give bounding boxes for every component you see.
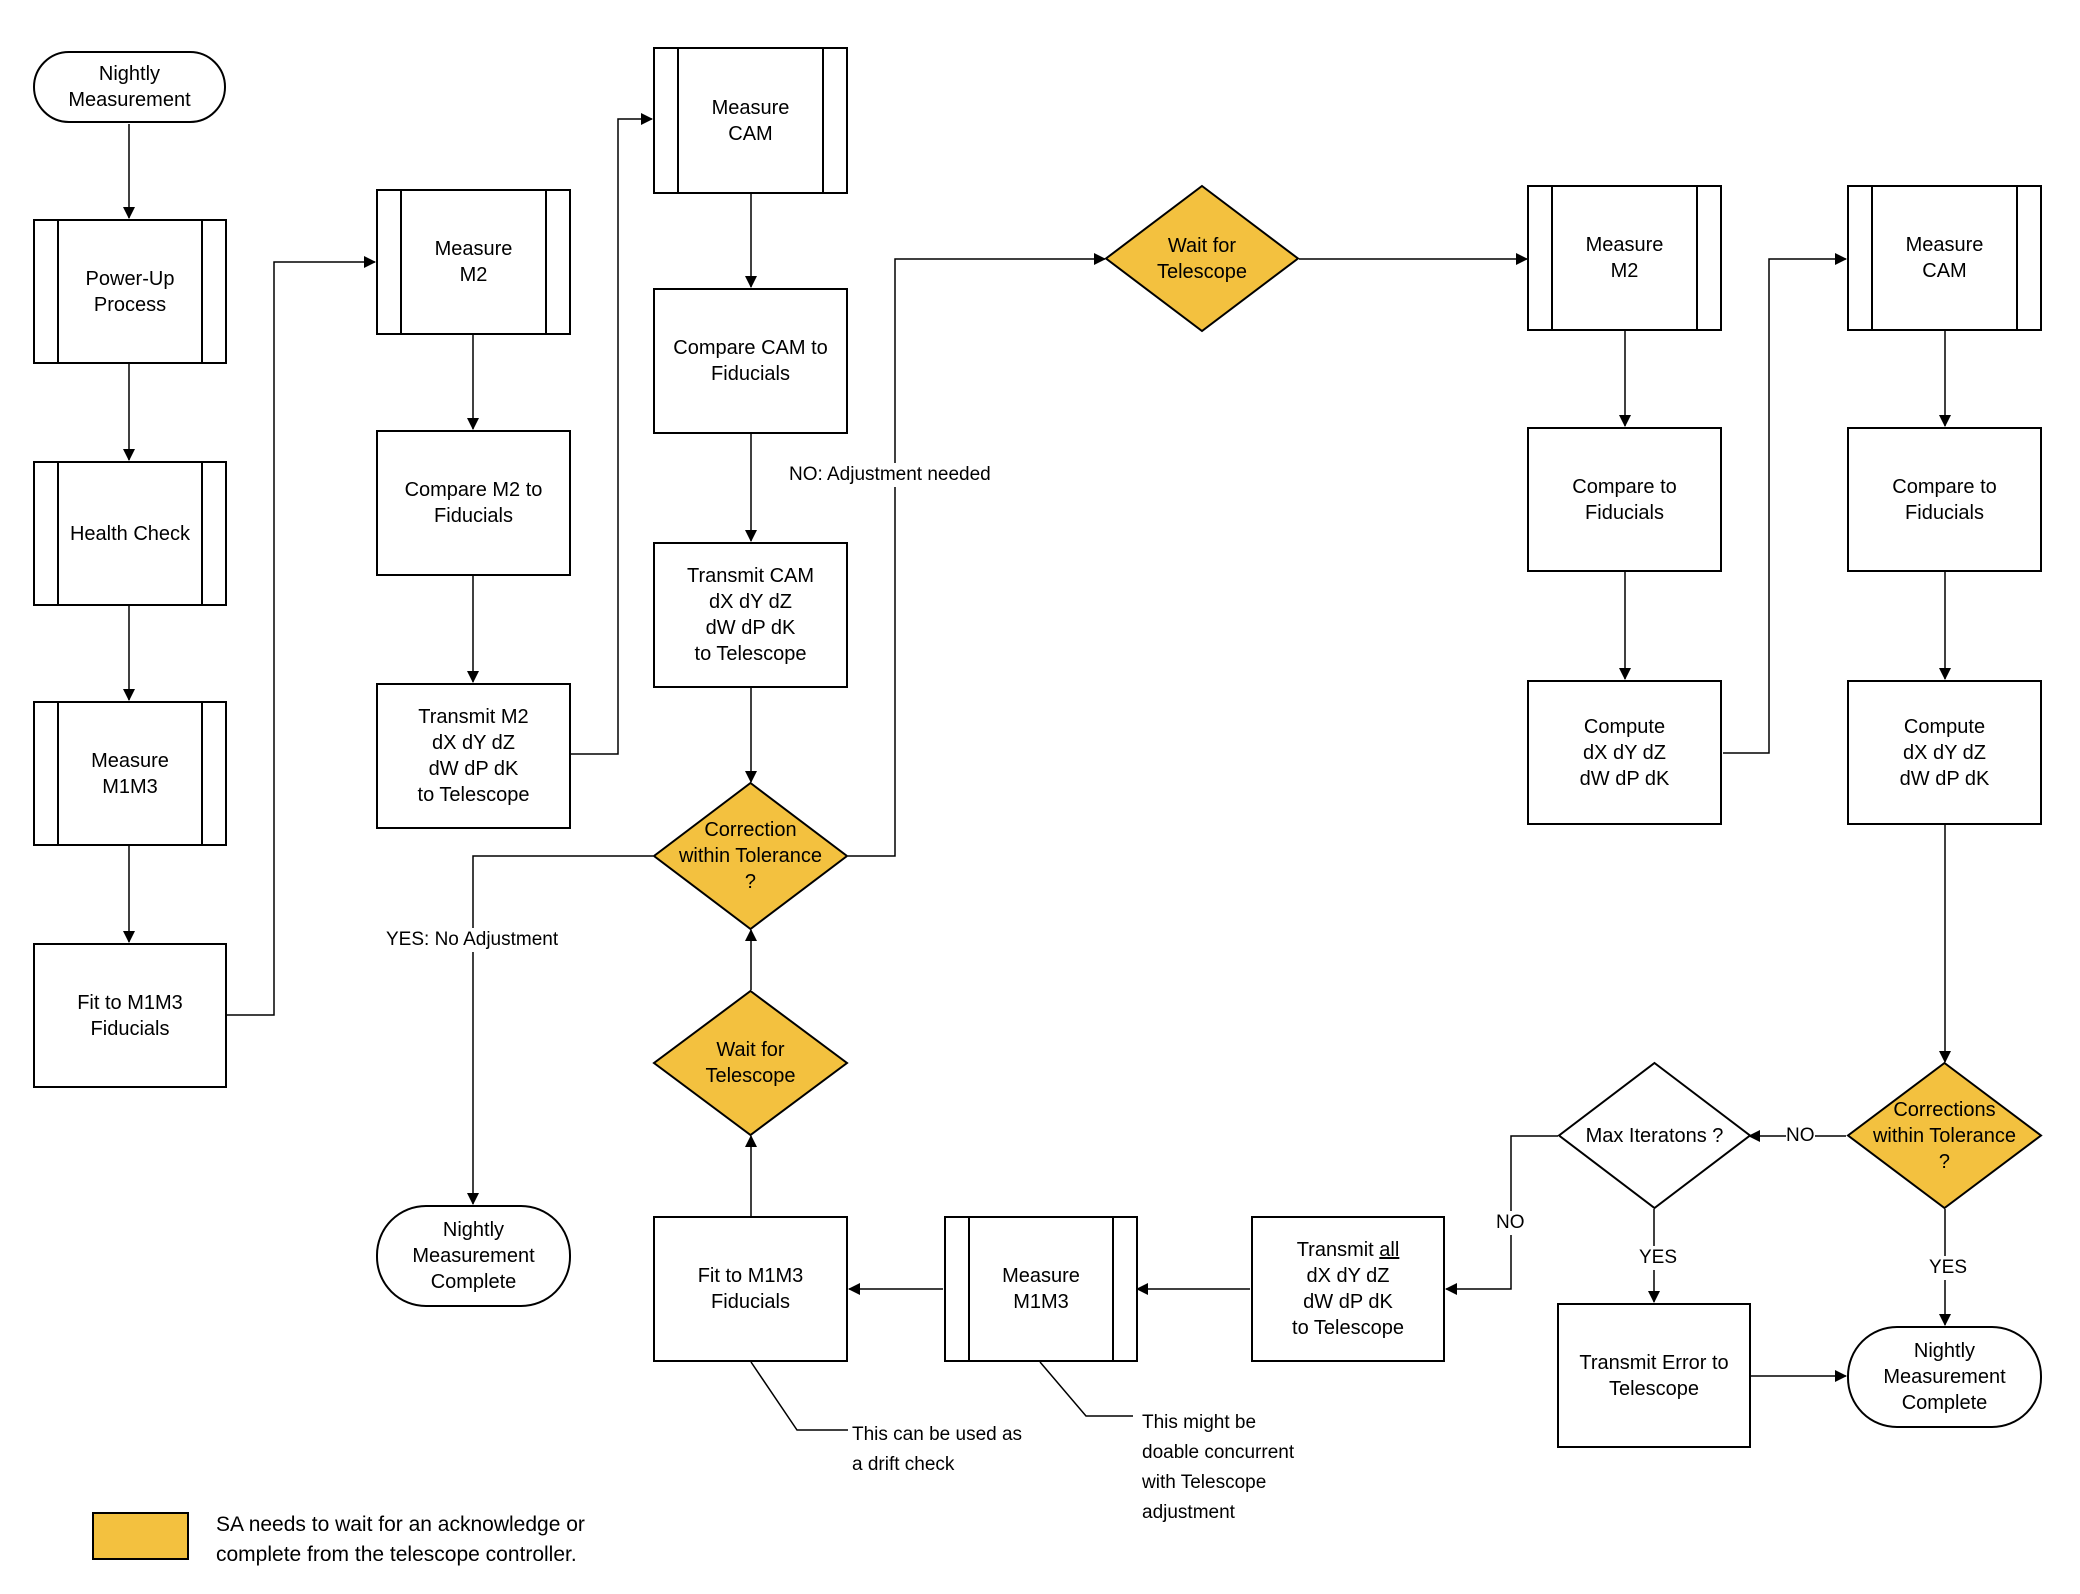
note-leader-concurrent — [1039, 1361, 1133, 1417]
note-drift-check: This can be used as a drift check — [852, 1424, 1023, 1475]
note-concurrent: This might be doable concurrent with Tel… — [1142, 1412, 1295, 1523]
transmit-all-rest: dX dY dZ dW dP dK to Telescope — [1292, 1265, 1404, 1339]
edge-fit-m2 — [227, 256, 376, 1016]
transmit-all-box: Transmit all dX dY dZ dW dP dK to Telesc… — [1251, 1216, 1445, 1362]
edge-label-no-corrections: NO — [1786, 1124, 1815, 1148]
edge-label-yes-corrections: YES — [1929, 1256, 1968, 1280]
max-iterations-decision: Max Iteratons ? — [1557, 1061, 1752, 1210]
nightly-measurement-complete-right: Nightly Measurement Complete — [1847, 1326, 2042, 1428]
compute-m2-box: Compute dX dY dZ dW dP dK — [1527, 680, 1722, 825]
edge-transmitm2-cam — [571, 113, 653, 755]
wait-for-telescope-top-decision: Wait for Telescope — [1104, 184, 1300, 333]
note-leader-drift — [750, 1361, 848, 1431]
wait-for-telescope-lower-decision: Wait for Telescope — [652, 989, 849, 1137]
transmit-all-underlined: all — [1379, 1239, 1400, 1261]
corrections-within-tolerance-decision: Corrections within Tolerance ? — [1846, 1061, 2043, 1210]
fit-to-m1m3-fiducials-lower-box: Fit to M1M3 Fiducials — [653, 1216, 848, 1362]
fit-to-m1m3-fiducials-box: Fit to M1M3 Fiducials — [33, 943, 227, 1088]
measure-m1m3-lower-box: Measure M1M3 — [944, 1216, 1138, 1362]
edge-label-yes-no-adjustment: YES: No Adjustment — [386, 928, 559, 952]
edge-label-no-adjustment-needed: NO: Adjustment needed — [789, 463, 991, 487]
transmit-all-prefix: Transmit — [1296, 1239, 1380, 1261]
transmit-m2-box: Transmit M2 dX dY dZ dW dP dK to Telesco… — [376, 683, 571, 829]
measure-cam-box: Measure CAM — [653, 47, 848, 194]
compare-to-fiducials-cam-box: Compare to Fiducials — [1847, 427, 2042, 572]
measure-m1m3-box: Measure M1M3 — [33, 701, 227, 846]
edge-computeb-camb — [1723, 253, 1847, 754]
transmit-cam-box: Transmit CAM dX dY dZ dW dP dK to Telesc… — [653, 542, 848, 688]
edge-correction-complete — [467, 855, 653, 1205]
transmit-error-box: Transmit Error to Telescope — [1557, 1303, 1751, 1448]
health-check-box: Health Check — [33, 461, 227, 606]
edge-label-no-max-iter: NO — [1496, 1211, 1525, 1235]
measure-m2-right-box: Measure M2 — [1527, 185, 1722, 331]
power-up-process-box: Power-Up Process — [33, 219, 227, 364]
measure-m2-box: Measure M2 — [376, 189, 571, 335]
legend-swatch — [92, 1512, 189, 1560]
compare-cam-box: Compare CAM to Fiducials — [653, 288, 848, 434]
compute-cam-box: Compute dX dY dZ dW dP dK — [1847, 680, 2042, 825]
measure-cam-right-box: Measure CAM — [1847, 185, 2042, 331]
legend-text: SA needs to wait for an acknowledge or c… — [216, 1513, 585, 1566]
edge-label-yes-max-iter: YES — [1639, 1246, 1678, 1270]
edge-correction-wait — [848, 253, 1106, 857]
nightly-measurement-start: Nightly Measurement — [33, 51, 226, 123]
compare-to-fiducials-m2-box: Compare to Fiducials — [1527, 427, 1722, 572]
correction-within-tolerance-decision: Correction within Tolerance ? — [652, 781, 849, 931]
compare-m2-box: Compare M2 to Fiducials — [376, 430, 571, 576]
nightly-measurement-complete-left: Nightly Measurement Complete — [376, 1205, 571, 1307]
